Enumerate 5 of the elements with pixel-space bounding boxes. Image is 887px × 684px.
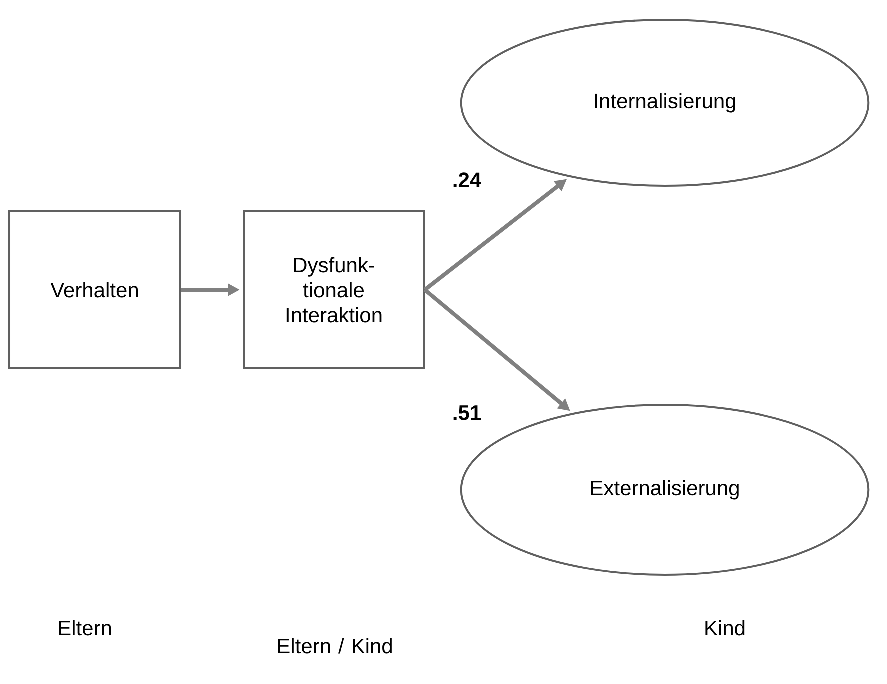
process-box: Dysfunk- tionale Interaktion (243, 210, 425, 370)
axis-label: Eltern (59, 620, 112, 636)
process-box: Verhalten (8, 210, 182, 370)
axis-label: Kind (706, 620, 745, 636)
axis-label: Eltern / Kind (278, 638, 392, 654)
